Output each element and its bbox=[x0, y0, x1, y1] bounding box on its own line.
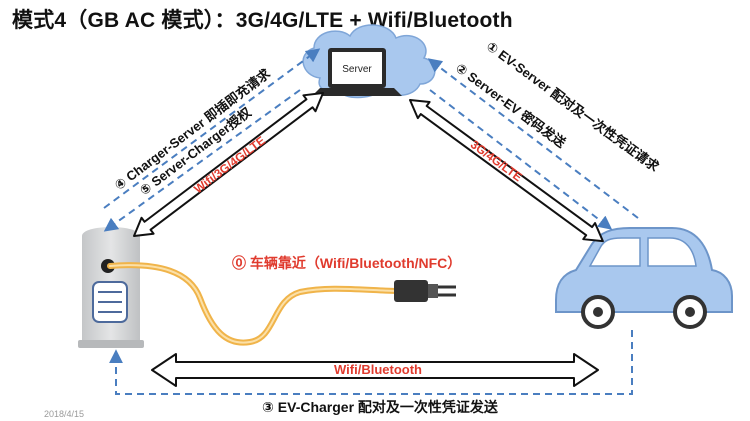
arrow-charger-server bbox=[133, 92, 325, 237]
dashed-arrow-step4 bbox=[103, 48, 321, 209]
label-step-3: ③ EV-Charger 配对及一次性凭证发送 bbox=[262, 399, 499, 415]
date-stamp: 2018/4/15 bbox=[44, 409, 84, 419]
dashed-arrow-step1 bbox=[427, 58, 639, 219]
server-label: Server bbox=[342, 64, 372, 75]
dashed-arrow-step2 bbox=[429, 89, 613, 230]
label-link-charger-ev: Wifi/Bluetooth bbox=[334, 362, 422, 377]
label-step-0: ⓪ 车辆靠近（Wifi/Bluetooth/NFC） bbox=[232, 255, 461, 271]
label-step-4: ④ Charger-Server 即插即充请求 bbox=[112, 65, 274, 193]
page-title: 模式4（GB AC 模式）：3G/4G/LTE + Wifi/Bluetooth bbox=[12, 9, 513, 32]
label-link-server-ev: 3G/4G/LTE bbox=[468, 137, 525, 184]
charger-icon bbox=[78, 227, 144, 348]
charging-cable bbox=[107, 262, 399, 346]
arrow-server-ev bbox=[409, 99, 604, 243]
dashed-arrow-step3 bbox=[109, 330, 633, 395]
arrow-charger-ev bbox=[151, 353, 599, 387]
laptop-icon: Server bbox=[312, 48, 402, 96]
car-icon bbox=[555, 227, 733, 329]
plug-icon bbox=[394, 280, 456, 302]
dashed-arrow-step5 bbox=[103, 89, 301, 232]
